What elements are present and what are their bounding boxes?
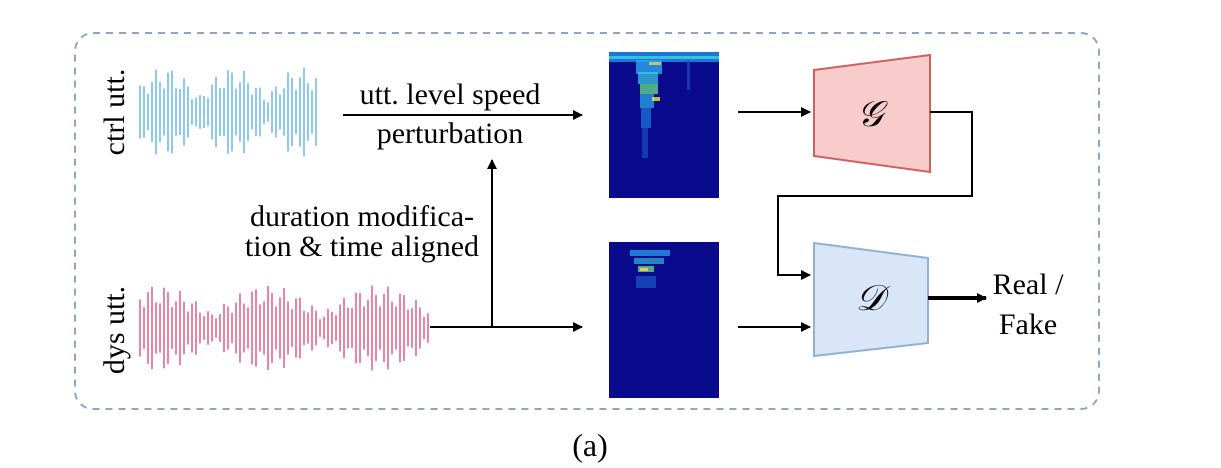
speed-perturbation-line2: perturbation (377, 117, 524, 150)
ctrl-spectrogram (609, 52, 719, 198)
speed-perturbation-line1: utt. level speed (360, 78, 541, 111)
duration-modification-line1: duration modifica- (250, 200, 474, 233)
output-fake-label: Fake (999, 308, 1057, 341)
dys-waveform (139, 285, 429, 371)
output-real-label: Real / (993, 268, 1064, 301)
ctrl-utt-label: ctrl utt. (98, 69, 131, 156)
figure-caption: (a) (572, 427, 608, 463)
ctrl-waveform (139, 67, 317, 157)
generator-block (814, 55, 930, 172)
dys-utt-label: dys utt. (98, 286, 131, 374)
generator-to-discriminator-arrow (777, 111, 973, 280)
duration-modification-line2: tion & time aligned (245, 230, 479, 263)
dashed-frame (74, 32, 1100, 410)
discriminator-block (814, 243, 928, 356)
dys-spectrogram (609, 242, 719, 398)
